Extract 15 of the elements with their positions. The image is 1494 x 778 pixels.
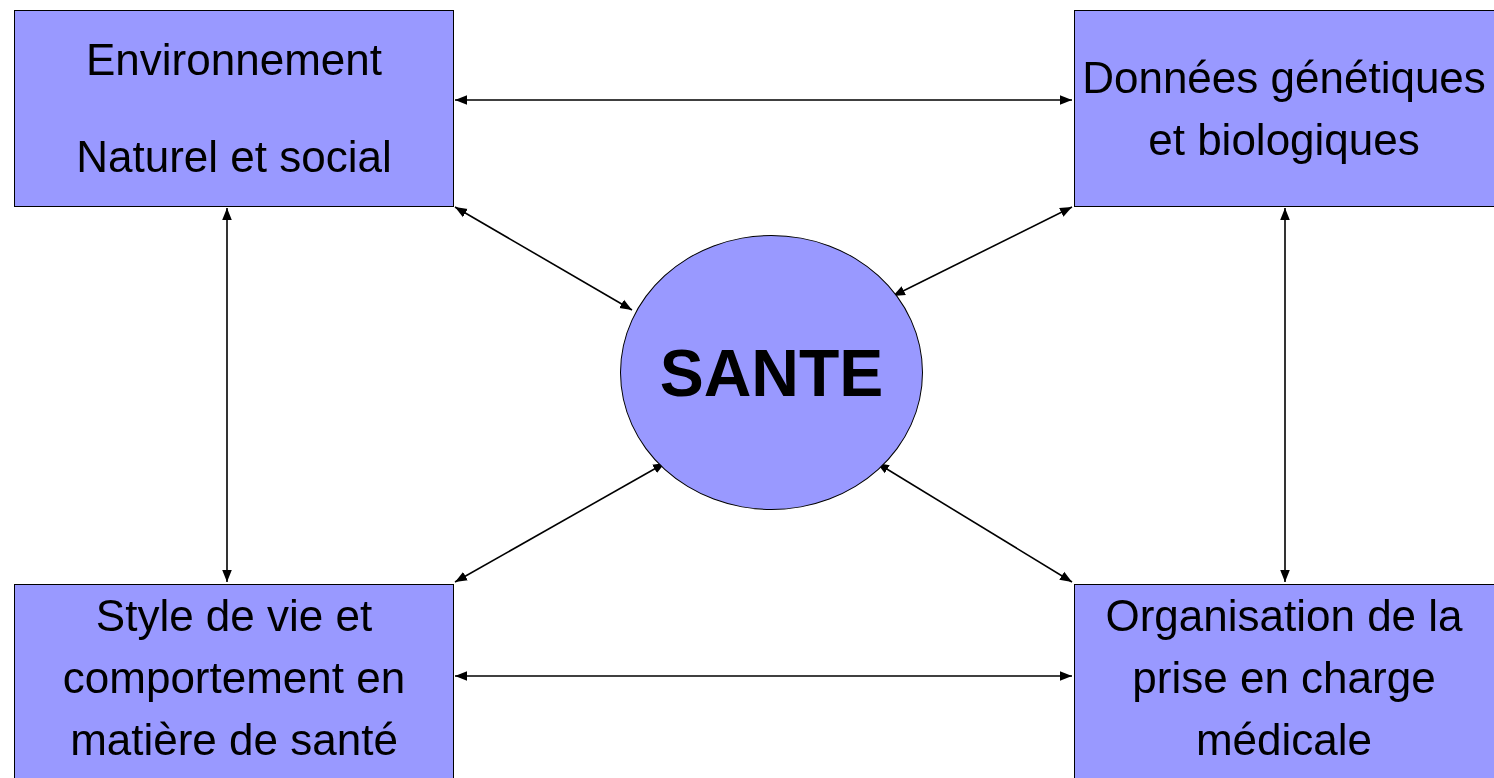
node-label: Environnement [86,33,382,86]
factor-box [1074,584,1494,778]
node-label: Organisation de la prise en charge médicale [1104,590,1464,766]
node-label: Données génétiques et biologiques [1081,51,1487,166]
double-arrow [1280,207,1290,583]
node-label: SANTE [659,334,884,411]
double-arrow [454,206,633,311]
node-label: Naturel et social [76,131,392,184]
double-arrow [454,671,1073,681]
factor-box [14,584,454,778]
factor-box [1074,10,1494,207]
factor-box [14,10,454,207]
node-label: Style de vie et comportement en matière de santé [61,590,407,766]
double-arrow [222,207,232,583]
double-arrow [454,95,1073,105]
